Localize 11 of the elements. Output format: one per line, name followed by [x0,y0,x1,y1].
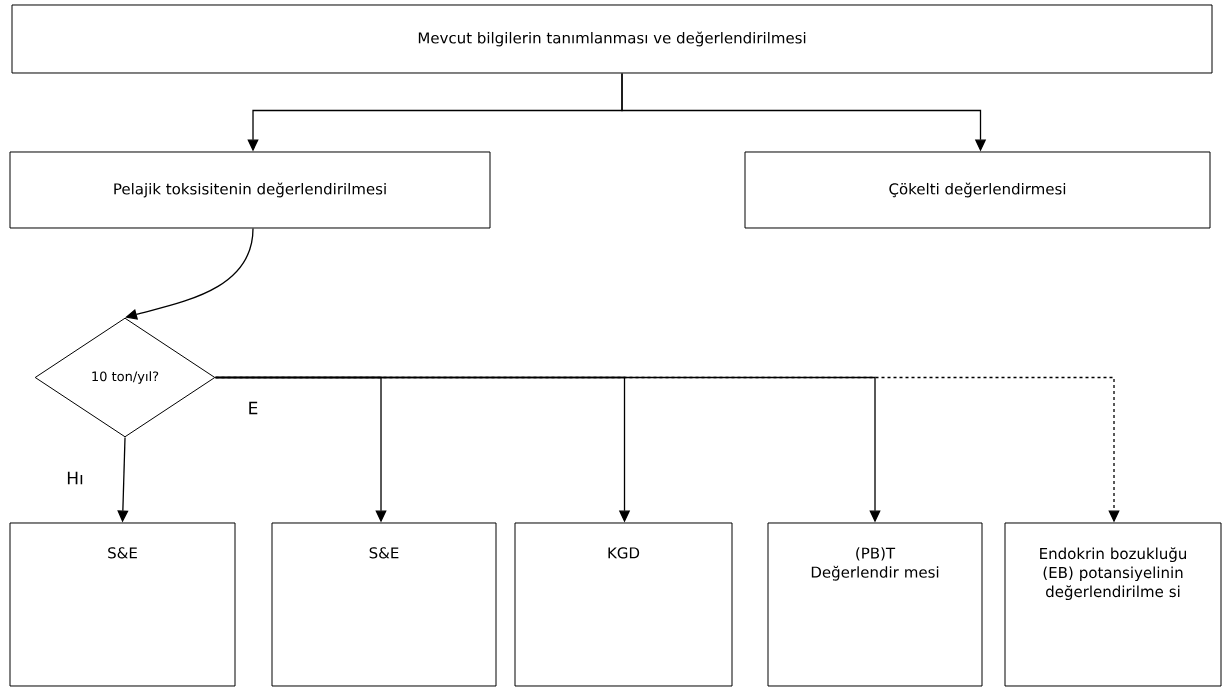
edge-label: E [246,400,260,416]
process-box: KGD [514,522,733,687]
arrow [125,227,254,320]
process-box: Çökelti değerlendirmesi [744,151,1211,229]
process-box: Pelajik toksisitenin değerlendirilmesi [9,151,491,229]
process-box: S&E [271,522,497,687]
process-box: Endokrin bozukluğu (EB) potansiyelinin değerlendirilme si [1004,522,1222,687]
edge-label: Hı [65,470,85,486]
process-box: S&E [9,522,236,687]
process-box: (PB)T Değerlendir mesi [767,522,983,687]
process-box: Mevcut bilgilerin tanımlanması ve değerlendirilmesi [11,4,1213,74]
